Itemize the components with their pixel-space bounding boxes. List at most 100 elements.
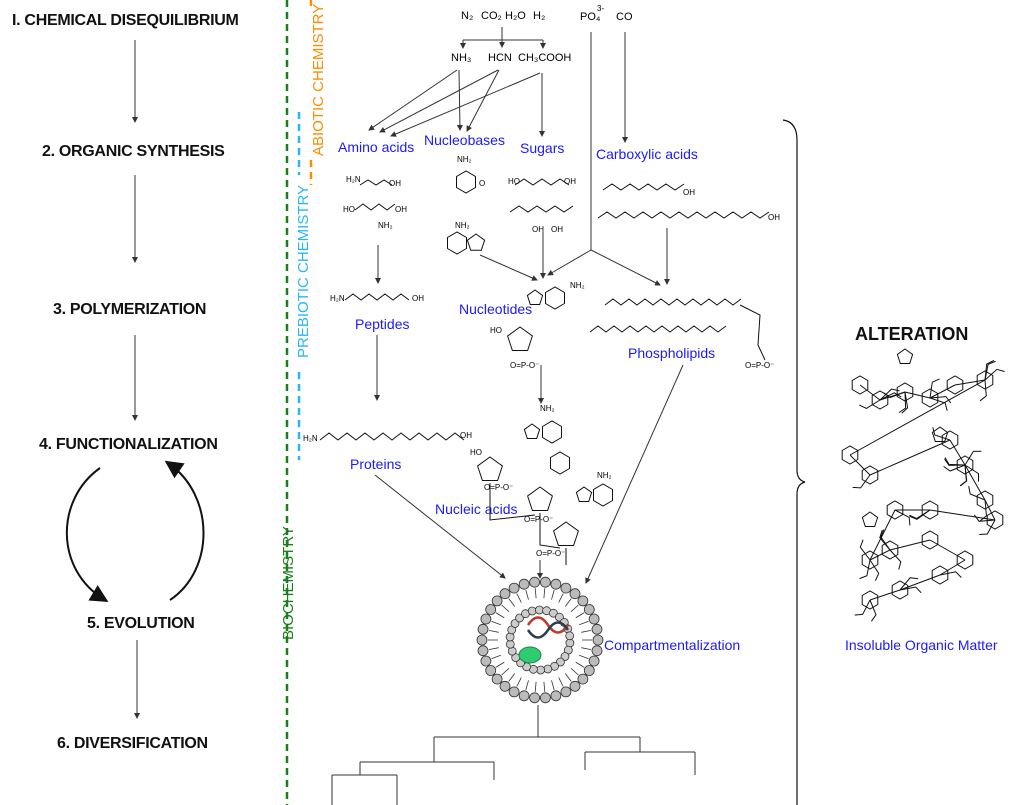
protein-blob [518, 646, 542, 664]
lipid-head-inner [565, 638, 575, 648]
svg-text:HO: HO [343, 205, 355, 214]
stage-arrows [65, 40, 205, 719]
iom-bond [964, 464, 986, 501]
iom-bond [849, 379, 986, 456]
iom-bond [904, 391, 931, 399]
ribose-structure [509, 205, 574, 213]
lipid-tail [543, 588, 546, 599]
svg-text:HO: HO [470, 448, 482, 457]
iom-ring [886, 500, 904, 520]
iom-sidechain [979, 519, 996, 535]
iom-sidechain [899, 586, 922, 594]
iom-bond [869, 549, 891, 561]
iom-ring [851, 375, 869, 395]
phospholipids-label: Phospholipids [628, 345, 715, 361]
proteins-label: Proteins [350, 456, 401, 472]
lipid-head [540, 692, 551, 704]
iom-label: Insoluble Organic Matter [845, 637, 998, 653]
svg-text:H₂N: H₂N [303, 434, 318, 443]
lipid-head [499, 588, 511, 600]
iom-sidechain [944, 458, 966, 466]
abiotic-chemistry-label: ABIOTIC CHEMISTRY [310, 4, 327, 156]
iom-ring [976, 490, 994, 510]
iom-sidechain [869, 599, 877, 622]
iom-bond [939, 559, 966, 576]
nucleic-base-2 [550, 451, 570, 475]
lipid-tail [525, 680, 529, 691]
lipid-tail [575, 661, 585, 668]
lipid-head-inner [515, 613, 524, 623]
svg-text:NH₂: NH₂ [597, 471, 612, 480]
iom-bond [869, 589, 901, 601]
iom-bond [929, 509, 996, 521]
lipid-head [491, 595, 503, 607]
nucleic-base-3 [593, 483, 613, 507]
lipid-head [518, 578, 530, 590]
peptides-label: Peptides [355, 316, 409, 332]
lipid-head-inner [535, 605, 544, 615]
iom-bond [954, 379, 986, 386]
aspartic-acid-structure [354, 203, 396, 211]
lipid-head [588, 655, 600, 667]
iom-sidechain [898, 391, 907, 414]
lipid-tail [501, 604, 510, 612]
po4-charge: 3- [597, 4, 604, 13]
iom-ring [861, 550, 879, 570]
lipid-tail [558, 677, 564, 687]
palmitic-acid-structure [597, 211, 770, 219]
iom-sidechain [859, 539, 871, 561]
lipid-head-inner [565, 631, 575, 641]
iom-sidechain [979, 499, 988, 522]
alteration-bracket [782, 119, 806, 805]
iom-sidechain [929, 397, 948, 411]
sugars-label: Sugars [520, 140, 564, 156]
lipid-head-inner [543, 664, 553, 674]
nucleotides-label: Nucleotides [459, 301, 532, 317]
lipid-tail [558, 593, 564, 603]
iom-bond [849, 454, 871, 476]
iom-ring [921, 530, 939, 550]
svg-text:OH: OH [551, 225, 563, 234]
lipid-tail-1 [604, 298, 742, 306]
lipid-tail [491, 620, 501, 626]
lipid-head [485, 604, 497, 615]
glycylglycine-structure [344, 293, 410, 301]
svg-text:O=P-O⁻: O=P-O⁻ [524, 515, 553, 524]
lipid-head [491, 673, 503, 685]
iom-sidechain [959, 464, 967, 487]
iom-sidechain [852, 474, 871, 489]
lipid-head [577, 595, 589, 607]
lipid-tail [488, 647, 499, 650]
lipid-tail [575, 612, 585, 619]
lipid-tail [564, 673, 572, 682]
reactant-h2o: H₂O [505, 10, 526, 22]
stage-6-label: 6. DIVERSIFICATION [57, 735, 208, 752]
svg-text:O=P-O⁻: O=P-O⁻ [536, 549, 565, 558]
svg-text:O: O [479, 179, 485, 188]
iom-ring [861, 590, 879, 610]
ring [931, 426, 949, 442]
glycerol-head [739, 304, 766, 361]
lipid-head [508, 686, 520, 698]
svg-text:O=P-O⁻: O=P-O⁻ [484, 483, 513, 492]
svg-text:OH: OH [683, 188, 695, 197]
reactant-co: CO [616, 11, 633, 23]
lipid-tail [525, 589, 529, 600]
iom-ring [946, 375, 964, 395]
iom-structure [841, 348, 1005, 622]
iom-sidechain [889, 549, 902, 570]
iom-sidechain [869, 559, 880, 581]
svg-text:OH: OH [564, 177, 576, 186]
stage-3-label: 3. POLYMERIZATION [53, 301, 206, 318]
lipid-head [480, 655, 492, 667]
iom-bond [859, 384, 881, 401]
ring [466, 233, 486, 251]
lipid-head [550, 690, 562, 702]
iom-sidechain [984, 360, 995, 381]
lipid-head-inner [505, 632, 515, 642]
iom-bond [949, 439, 966, 466]
iom-sidechain [909, 509, 931, 520]
reactant-co2: CO₂ [481, 10, 502, 22]
